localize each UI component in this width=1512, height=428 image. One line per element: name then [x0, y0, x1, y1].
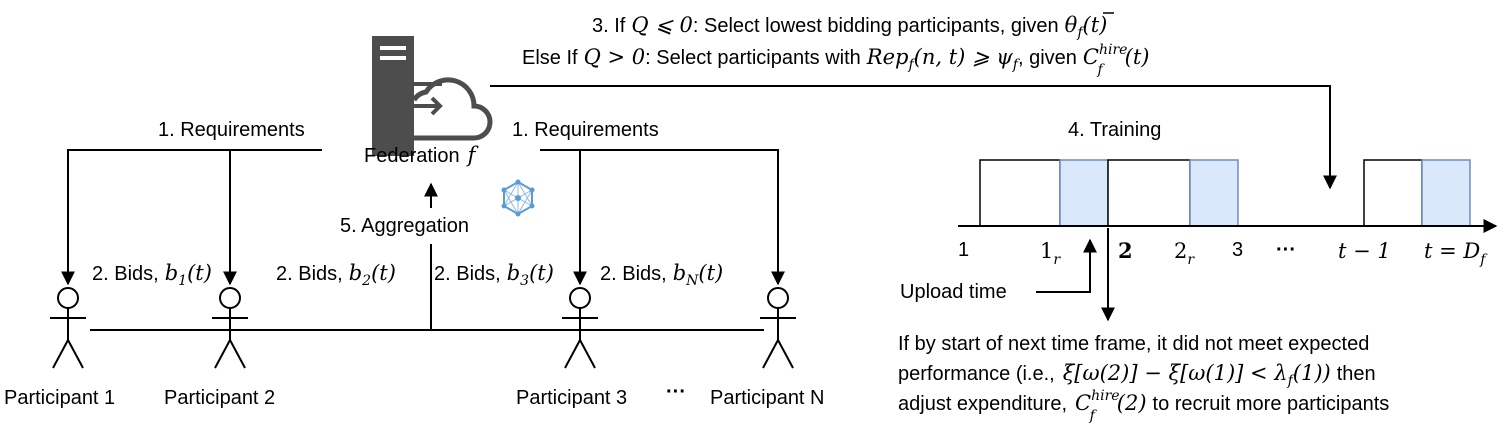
tick-1r: 1r [1040, 239, 1061, 268]
participant-N-label: Participant N [710, 387, 825, 409]
aggregation-label: 5. Aggregation [340, 215, 469, 237]
requirements-arrow-pN [540, 149, 785, 286]
requirements-left-label: 1. Requirements [158, 119, 305, 141]
tick-t-minus-1: t − 1 [1338, 239, 1391, 263]
tick-1: 1 [958, 239, 969, 261]
note-line2: performance (i.e.,ξ[ω(2)] − ξ[ω(1)] < λf… [898, 361, 1376, 389]
tick-2r: 2r [1174, 239, 1195, 268]
requirements-right-label: 1. Requirements [512, 119, 659, 141]
federated-network-icon [501, 179, 535, 217]
note-line1: If by start of next time frame, it did n… [898, 333, 1369, 355]
participant-1-label: Participant 1 [4, 387, 115, 409]
timeframe-2-block [1107, 159, 1191, 227]
tick-2-bold: 2 [1118, 238, 1133, 263]
bid-label-2: 2. Bids,b2(t) [276, 261, 396, 289]
requirements-arrow-p1 [61, 149, 322, 286]
upload-time-arrow [1036, 238, 1097, 293]
tick-t-equals-D: t = Df [1424, 239, 1488, 268]
bid-label-N: 2. Bids,bN(t) [600, 261, 723, 289]
bid-label-3: 2. Bids,b3(t) [434, 261, 554, 289]
participant-3-label: Participant 3 [516, 387, 627, 409]
timeframe-1-block [979, 159, 1061, 227]
svg-text:3. IfQ ⩽ 0: Select lowest bidd: 3. IfQ ⩽ 0: Select lowest bidding partic… [592, 13, 1107, 41]
tick-3: 3 [1232, 239, 1243, 261]
participant-2-figure [212, 287, 248, 369]
upload-time-label: Upload time [900, 281, 1007, 303]
participant-1-figure [50, 287, 86, 369]
timeframe-t-block [1363, 159, 1423, 227]
participant-2-label: Participant 2 [164, 387, 275, 409]
tick-ellipsis: ··· [1276, 239, 1296, 261]
server-icon [372, 36, 414, 156]
participant-N-figure [760, 287, 796, 369]
upload-window-t [1421, 159, 1471, 227]
bid-label-1: 2. Bids,b1(t) [92, 261, 212, 289]
upload-window-1 [1059, 159, 1109, 227]
participant-3-figure [562, 287, 598, 369]
upload-window-2 [1189, 159, 1239, 227]
training-title: 4. Training [1068, 119, 1161, 141]
cloud-sync-icon [401, 74, 493, 141]
participant-ellipsis: ··· [666, 381, 686, 403]
step3-arrow [490, 85, 1337, 190]
